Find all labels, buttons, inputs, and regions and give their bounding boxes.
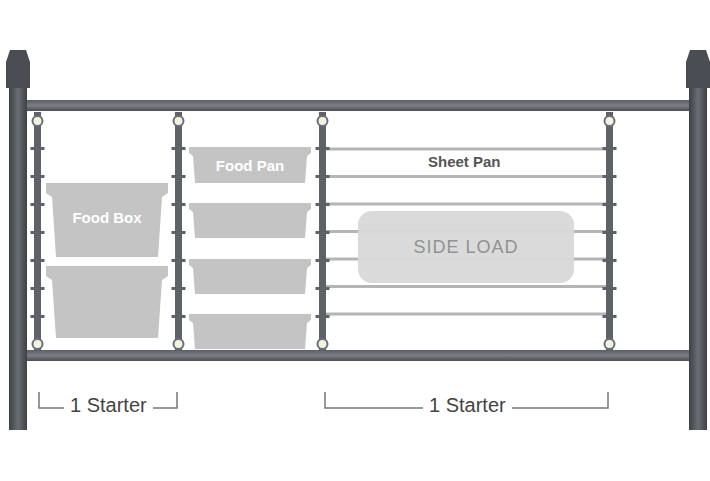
rung xyxy=(172,315,186,318)
rung xyxy=(31,231,45,234)
rung xyxy=(31,147,45,150)
rung xyxy=(31,259,45,262)
peg xyxy=(33,116,615,349)
rung xyxy=(172,259,186,262)
rung xyxy=(316,203,330,206)
rung xyxy=(316,287,330,290)
rung xyxy=(172,175,186,178)
bottom-rail xyxy=(27,350,689,361)
side-load-box: SIDE LOAD xyxy=(358,211,574,283)
rung xyxy=(172,203,186,206)
rung xyxy=(603,315,617,318)
sheet-pan-label: Sheet Pan xyxy=(422,153,507,170)
rung xyxy=(603,203,617,206)
rung xyxy=(31,287,45,290)
rung xyxy=(316,315,330,318)
food-box: Food Box xyxy=(46,183,168,257)
rung xyxy=(172,287,186,290)
node-label: Food Box xyxy=(72,209,141,226)
rung xyxy=(316,175,330,178)
rung xyxy=(603,231,617,234)
node-label: SIDE LOAD xyxy=(413,237,518,258)
sheet-rail xyxy=(326,285,606,288)
food-pan: Food Pan xyxy=(189,147,311,183)
rung xyxy=(603,287,617,290)
upright xyxy=(34,112,613,350)
starter-label: 1 Starter xyxy=(64,394,153,417)
sheet-rail xyxy=(326,175,606,178)
post xyxy=(6,50,710,430)
rung xyxy=(603,175,617,178)
rung xyxy=(31,203,45,206)
rung xyxy=(172,231,186,234)
rung xyxy=(603,147,617,150)
node-label: Food Pan xyxy=(216,157,284,174)
sheet-rail xyxy=(326,313,606,316)
rung xyxy=(316,231,330,234)
food-box xyxy=(46,266,168,338)
starter-label: 1 Starter xyxy=(423,394,512,417)
sheet-rail xyxy=(326,203,606,206)
top-rail xyxy=(27,100,689,111)
rung xyxy=(603,259,617,262)
rung xyxy=(316,147,330,150)
rung xyxy=(316,259,330,262)
food-pan xyxy=(189,203,311,349)
rung xyxy=(31,175,45,178)
sheet-rail xyxy=(326,148,606,151)
rung xyxy=(31,315,45,318)
rung xyxy=(172,147,186,150)
